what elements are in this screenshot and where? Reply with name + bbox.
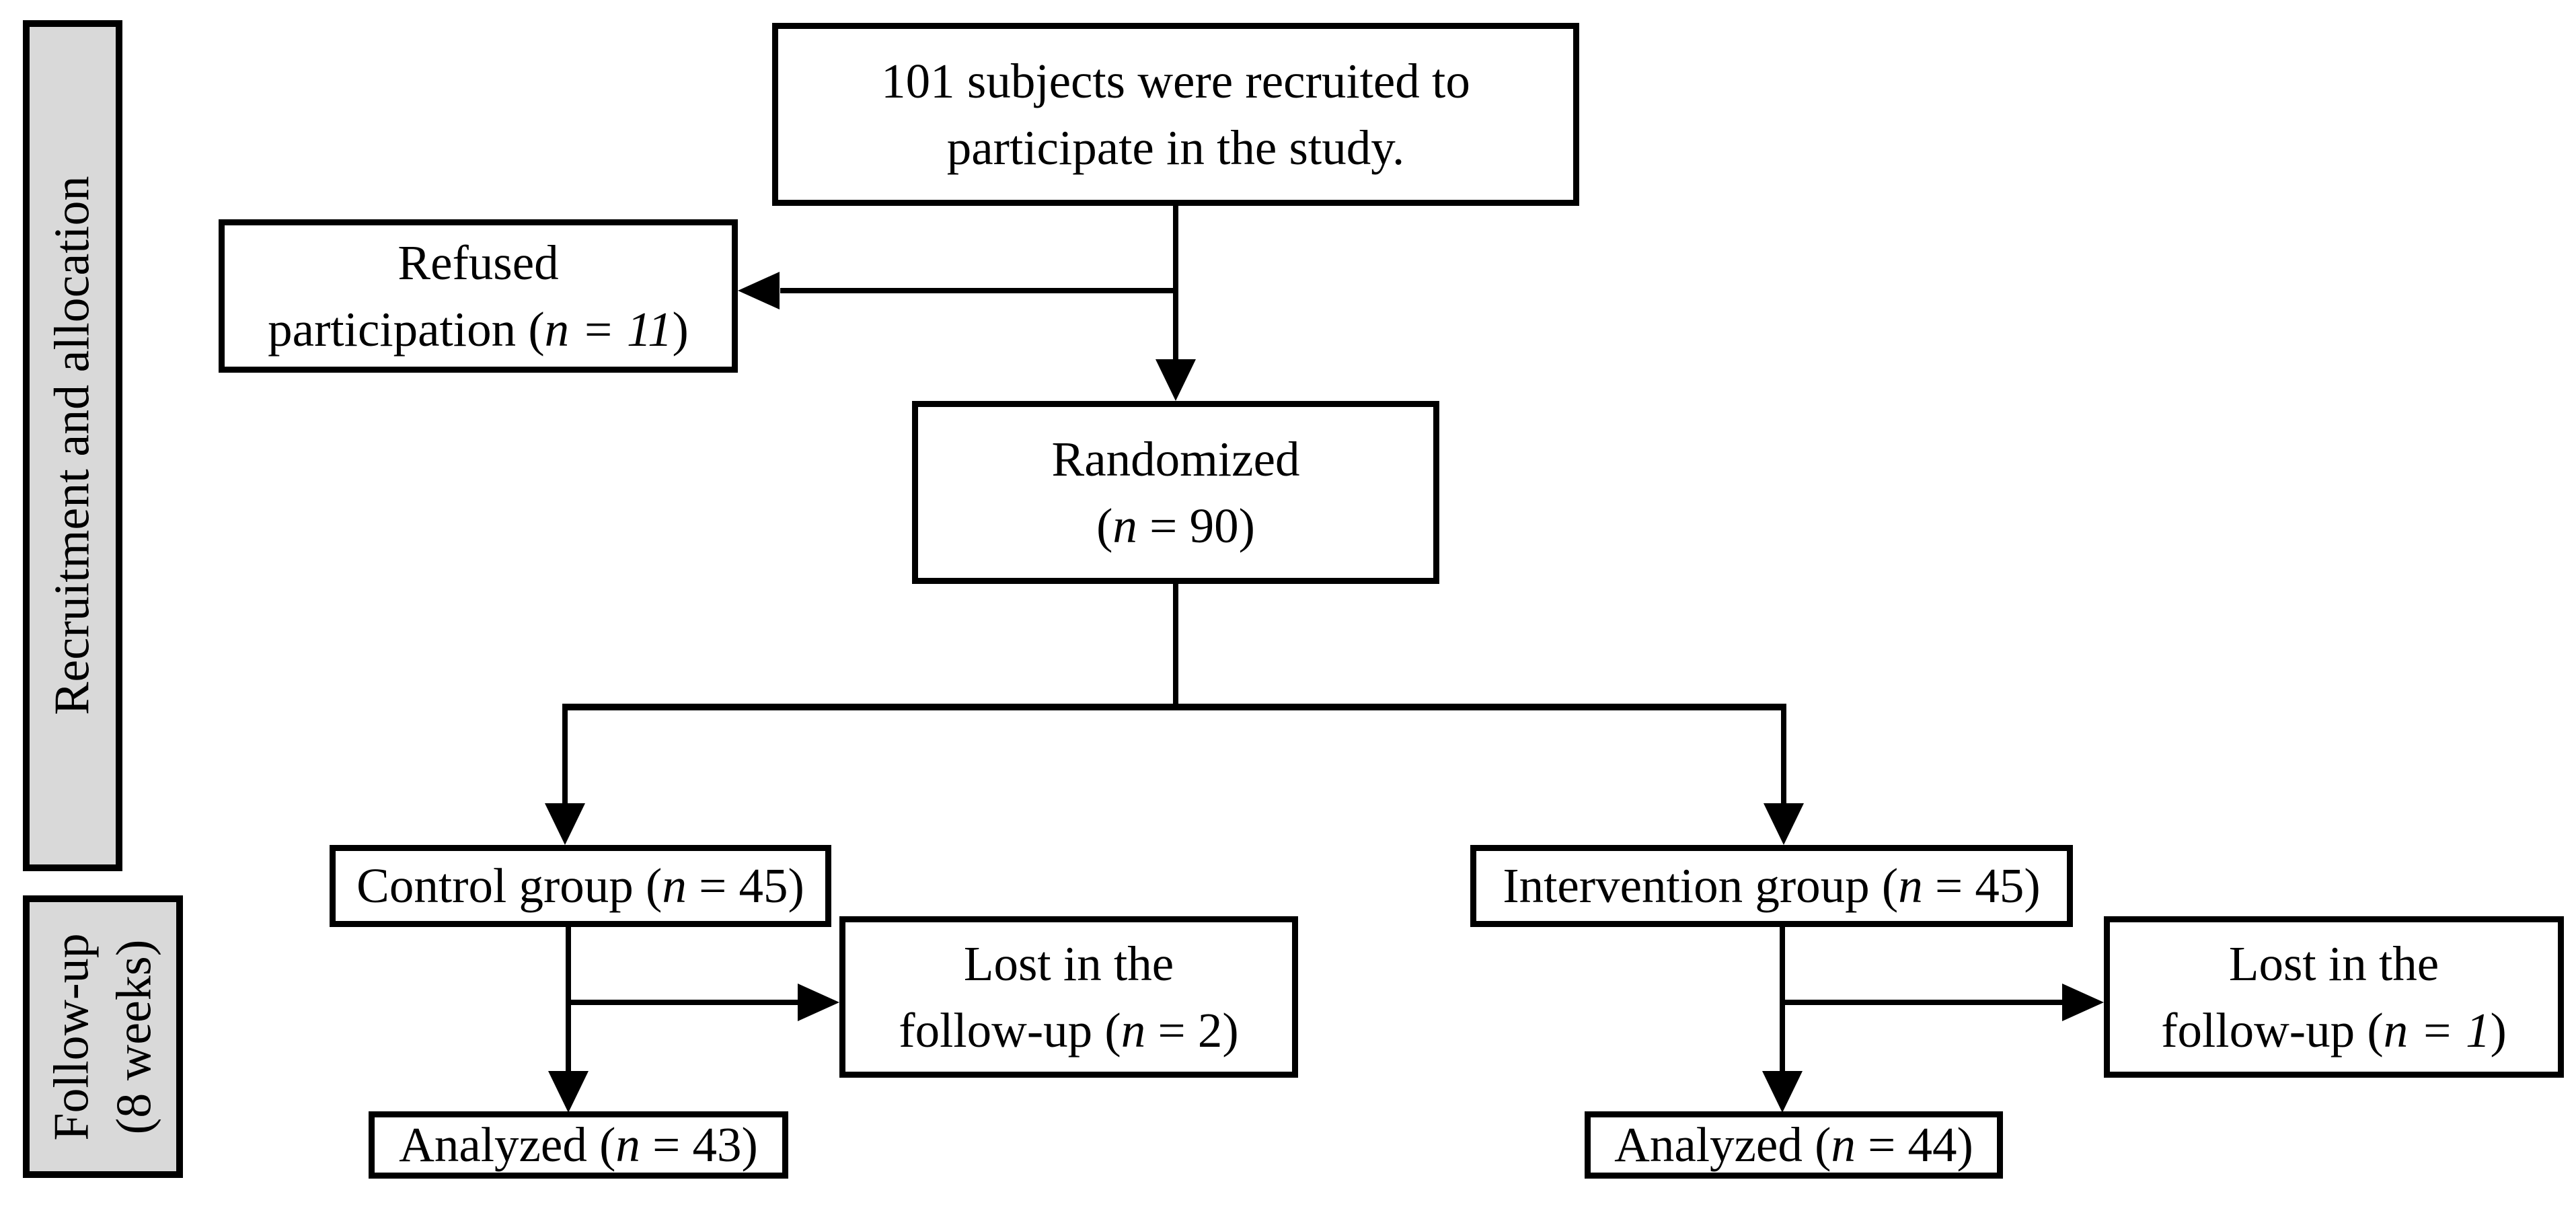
- arrow-intervention-lost-head: [2062, 984, 2104, 1021]
- phase-label-recruitment: Recruitment and allocation: [42, 176, 104, 715]
- node-analyzed-intervention-label: Analyzed (n = 44): [1614, 1117, 1973, 1172]
- connector-intervention-lost: [1782, 1000, 2063, 1005]
- node-recruited-line1: 101 subjects were recruited to: [881, 53, 1470, 108]
- node-lost-control-line1: Lost in the: [963, 936, 1174, 991]
- arrow-split-control-head: [545, 803, 585, 845]
- phase-label-followup: Follow-up (8 weeks): [41, 933, 165, 1140]
- node-refused-line2: participation (n = 11): [268, 302, 689, 357]
- node-refused-line1: Refused: [397, 235, 559, 290]
- connector-split-bar: [562, 704, 1786, 710]
- arrow-recruited-refused-head: [738, 272, 780, 309]
- node-recruited: 101 subjects were recruited to participa…: [772, 23, 1579, 206]
- connector-split-intervention: [1781, 704, 1786, 806]
- arrow-recruited-randomized-head: [1156, 359, 1196, 401]
- arrow-control-lost-head: [798, 984, 839, 1021]
- node-recruited-line2: participate in the study.: [946, 120, 1405, 175]
- connector-randomized-split: [1173, 584, 1178, 708]
- arrow-intervention-analyzed-head: [1762, 1071, 1803, 1113]
- node-intervention-label: Intervention group (n = 45): [1503, 858, 2041, 913]
- connector-split-control: [562, 704, 568, 806]
- node-randomized: Randomized (n = 90): [912, 401, 1439, 584]
- phase-label-recruitment-text: Recruitment and allocation: [44, 176, 100, 716]
- phase-band-followup: Follow-up (8 weeks): [23, 895, 183, 1178]
- node-lost-intervention-line1: Lost in the: [2228, 936, 2439, 991]
- phase-label-followup-line1: Follow-up: [44, 932, 100, 1141]
- node-randomized-line1: Randomized: [1051, 431, 1300, 486]
- phase-band-recruitment: Recruitment and allocation: [23, 20, 122, 871]
- connector-recruited-refused: [780, 288, 1176, 293]
- node-lost-intervention-line2: follow-up (n = 1): [2161, 1003, 2507, 1058]
- phase-label-followup-line2: (8 weeks): [106, 939, 162, 1134]
- node-intervention: Intervention group (n = 45): [1470, 845, 2073, 927]
- node-lost-control: Lost in the follow-up (n = 2): [839, 916, 1298, 1078]
- node-control: Control group (n = 45): [330, 845, 831, 927]
- node-lost-control-line2: follow-up (n = 2): [899, 1003, 1239, 1058]
- node-randomized-line2: (n = 90): [1096, 498, 1255, 553]
- node-refused: Refused participation (n = 11): [219, 219, 738, 373]
- connector-recruited-randomized: [1173, 206, 1178, 362]
- arrow-split-intervention-head: [1764, 803, 1804, 845]
- node-control-label: Control group (n = 45): [356, 858, 804, 913]
- arrow-control-analyzed-head: [548, 1071, 589, 1113]
- node-analyzed-control: Analyzed (n = 43): [369, 1111, 788, 1179]
- node-analyzed-intervention: Analyzed (n = 44): [1585, 1111, 2003, 1179]
- connector-control-lost: [568, 1000, 799, 1005]
- node-analyzed-control-label: Analyzed (n = 43): [399, 1117, 758, 1172]
- node-lost-intervention: Lost in the follow-up (n = 1): [2104, 916, 2564, 1078]
